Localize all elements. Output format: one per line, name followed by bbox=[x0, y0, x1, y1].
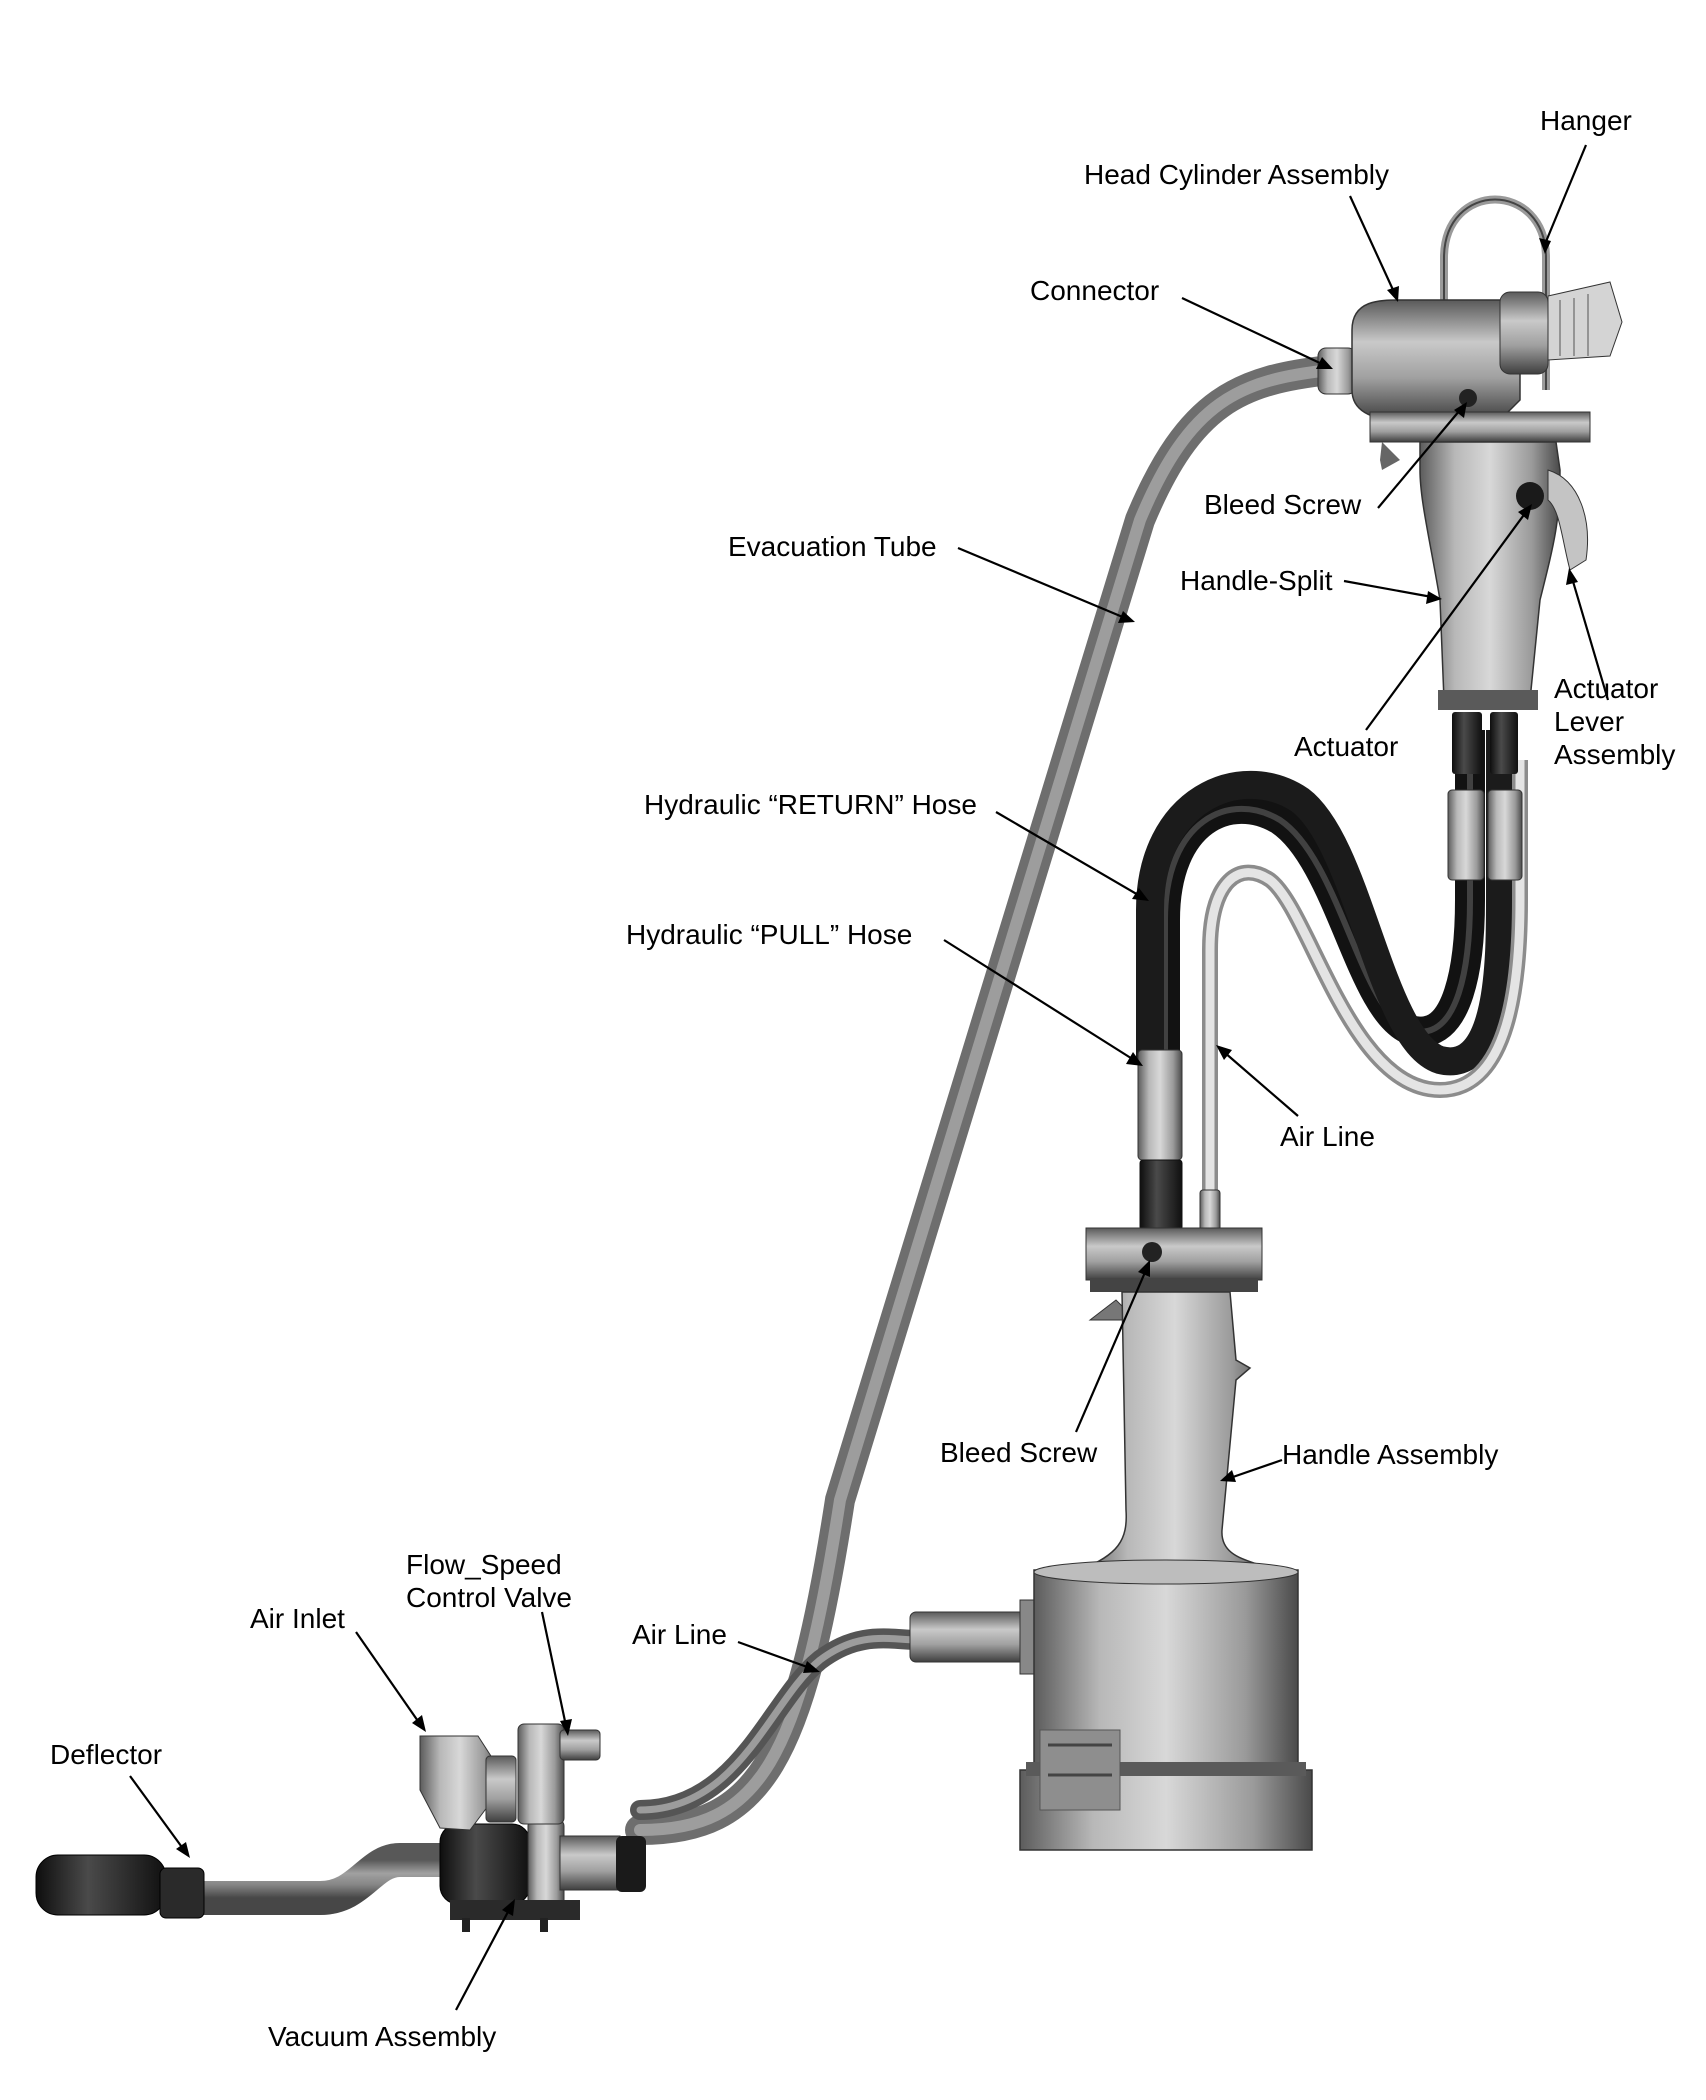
air-line-bottom-shape bbox=[630, 1628, 930, 1820]
label-deflector: Deflector bbox=[50, 1739, 162, 1770]
label-actuator-lever-assembly-line3: Assembly bbox=[1554, 739, 1675, 770]
vacuum-assembly-shape bbox=[35, 1723, 646, 1932]
callout-labels: Hanger Head Cylinder Assembly Connector … bbox=[50, 105, 1675, 2052]
label-hanger: Hanger bbox=[1540, 105, 1632, 136]
label-air-line-top: Air Line bbox=[1280, 1121, 1375, 1152]
handle-assembly-shape bbox=[1019, 1291, 1313, 1851]
hydraulic-pull-hose-shape bbox=[1136, 730, 1514, 1076]
label-flow-speed-line2: Control Valve bbox=[406, 1582, 572, 1613]
label-hydraulic-return-hose: Hydraulic “RETURN” Hose bbox=[644, 789, 977, 820]
label-vacuum-assembly: Vacuum Assembly bbox=[268, 2021, 496, 2052]
label-flow-speed-line1: Flow_Speed bbox=[406, 1549, 562, 1580]
label-air-inlet: Air Inlet bbox=[250, 1603, 345, 1634]
label-actuator-lever-assembly-line1: Actuator bbox=[1554, 673, 1658, 704]
label-actuator-lever-assembly-line2: Lever bbox=[1554, 706, 1624, 737]
label-bleed-screw-top: Bleed Screw bbox=[1204, 489, 1362, 520]
label-hydraulic-pull-hose: Hydraulic “PULL” Hose bbox=[626, 919, 912, 950]
head-cylinder-shape bbox=[1317, 195, 1623, 710]
label-handle-assembly: Handle Assembly bbox=[1282, 1439, 1498, 1470]
label-connector: Connector bbox=[1030, 275, 1159, 306]
label-bleed-screw-bottom: Bleed Screw bbox=[940, 1437, 1098, 1468]
leader-lines bbox=[129, 144, 1610, 2011]
tool-illustration bbox=[35, 195, 1623, 1932]
label-air-line-bottom: Air Line bbox=[632, 1619, 727, 1650]
label-evacuation-tube: Evacuation Tube bbox=[728, 531, 937, 562]
label-handle-split: Handle-Split bbox=[1180, 565, 1333, 596]
handle-split-shape bbox=[1419, 441, 1561, 701]
label-head-cylinder-assembly: Head Cylinder Assembly bbox=[1084, 159, 1389, 190]
deflector-shape bbox=[35, 1854, 167, 1916]
label-actuator: Actuator bbox=[1294, 731, 1398, 762]
